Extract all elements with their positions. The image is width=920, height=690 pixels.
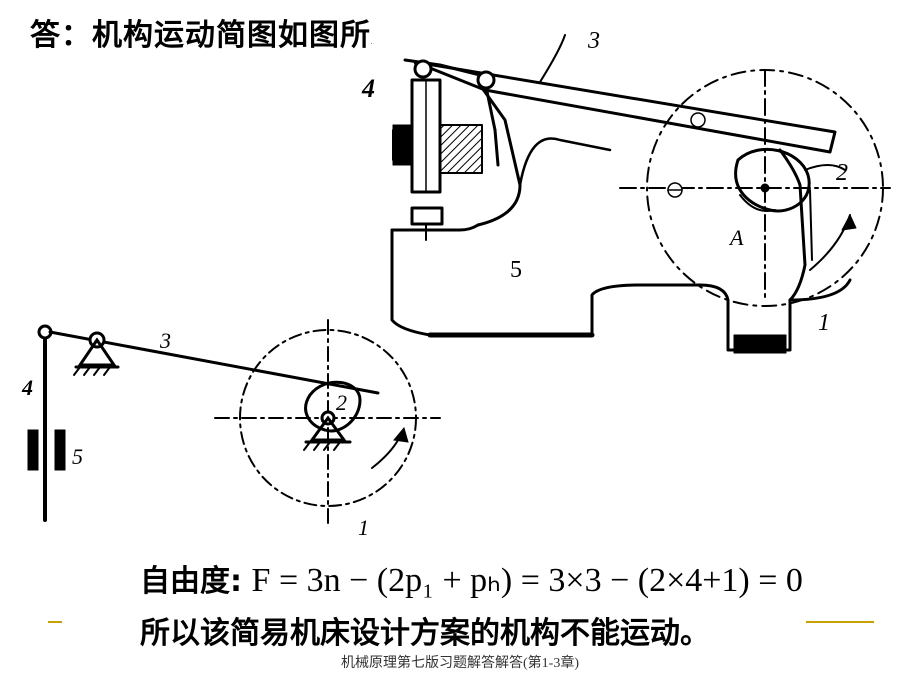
schem-label-2: 2 <box>336 390 347 415</box>
photo-tool <box>410 206 444 226</box>
dof-formula: 自由度: F = 3n − (2p₁ + pₕ) = 3×3 − (2×4+1)… <box>140 556 803 600</box>
accent-line-right <box>806 621 874 623</box>
schem-label-4: 4 <box>21 375 33 400</box>
photo-label-4: 4 <box>361 74 375 103</box>
machine-drawing <box>390 34 891 354</box>
conclusion-text: 所以该简易机床设计方案的机构不能运动。 <box>140 616 710 651</box>
photo-frame <box>390 228 852 352</box>
kinematic-schematic <box>27 319 441 526</box>
photo-lever <box>413 60 837 154</box>
photo-label-3: 3 <box>587 28 600 54</box>
photo-label-a: A <box>728 225 744 250</box>
title-mask <box>372 0 402 60</box>
formula-label: 自由度: <box>140 564 242 599</box>
formula-expression: F = 3n − (2p₁ + pₕ) = 3×3 − (2×4+1) = 0 <box>251 562 803 599</box>
photo-foot <box>733 334 787 354</box>
schem-label-1: 1 <box>358 515 369 540</box>
schem-label-3: 3 <box>159 328 171 353</box>
photo-guide-right <box>439 124 483 174</box>
photo-label-5: 5 <box>510 257 522 283</box>
photo-label-2: 2 <box>836 160 848 186</box>
photo-label-1: 1 <box>818 310 830 336</box>
schem-cam <box>304 380 362 433</box>
accent-line-left <box>48 621 62 623</box>
page-title: 答：机构运动简图如图所示 <box>30 18 402 53</box>
schem-label-5: 5 <box>72 444 83 469</box>
footer-caption: 机械原理第七版习题解答解答(第1-3章) <box>341 656 579 671</box>
